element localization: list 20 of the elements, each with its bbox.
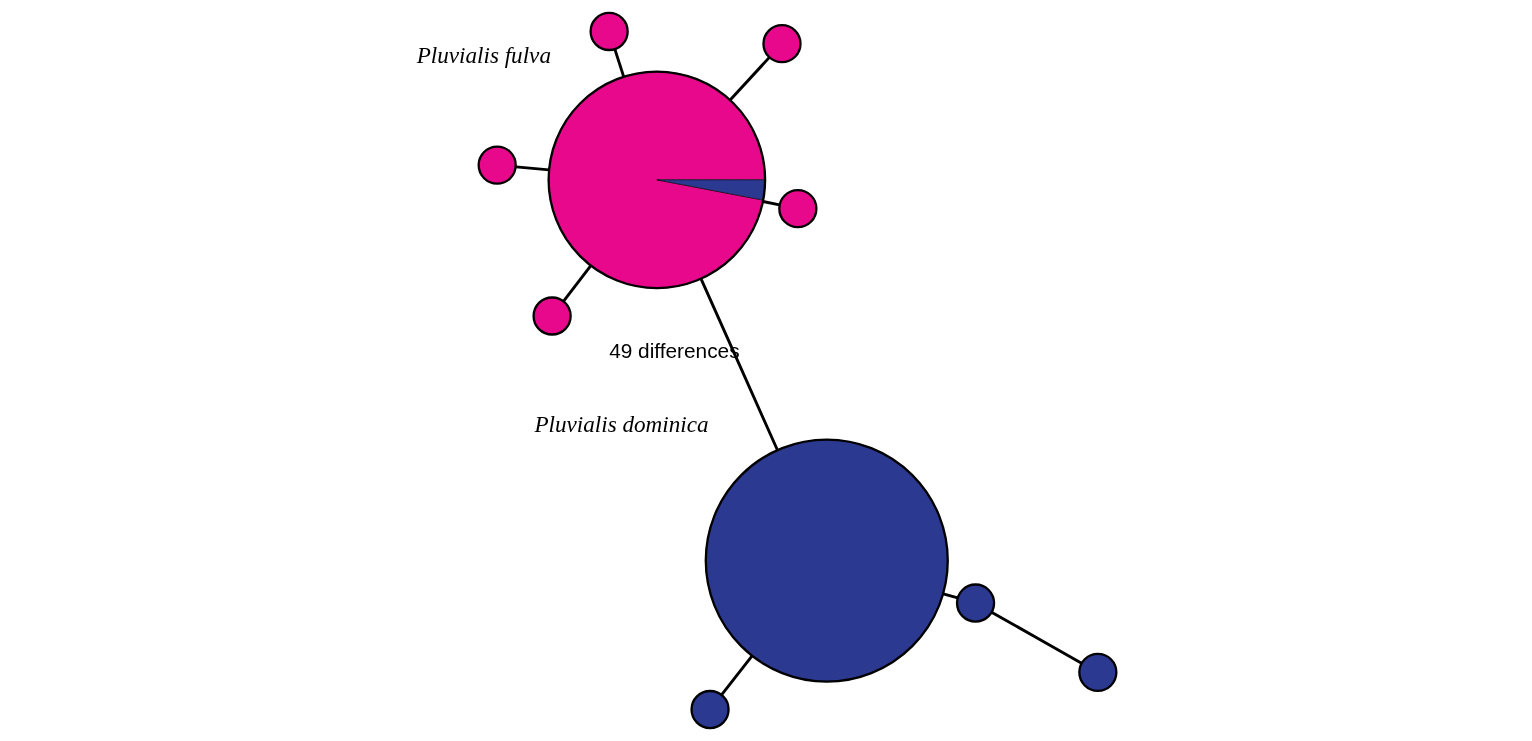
connector xyxy=(613,48,625,77)
connector xyxy=(990,611,1082,665)
node-circle xyxy=(1077,652,1118,693)
node-label: Pluvialis fulva xyxy=(416,42,551,69)
connector xyxy=(942,592,958,600)
node-circle xyxy=(689,689,730,730)
connector xyxy=(699,278,779,451)
node-circle xyxy=(588,11,629,52)
node-circle xyxy=(477,145,517,185)
node-circle xyxy=(777,188,818,229)
node-circle xyxy=(531,296,572,336)
connector xyxy=(762,200,780,207)
node-circle xyxy=(761,24,802,64)
node-circle xyxy=(704,438,949,683)
node-label: Pluvialis dominica xyxy=(533,410,709,437)
connector xyxy=(515,165,549,172)
connector xyxy=(561,264,592,302)
node-circle xyxy=(955,583,995,623)
connector xyxy=(720,655,753,696)
connector xyxy=(728,56,770,101)
